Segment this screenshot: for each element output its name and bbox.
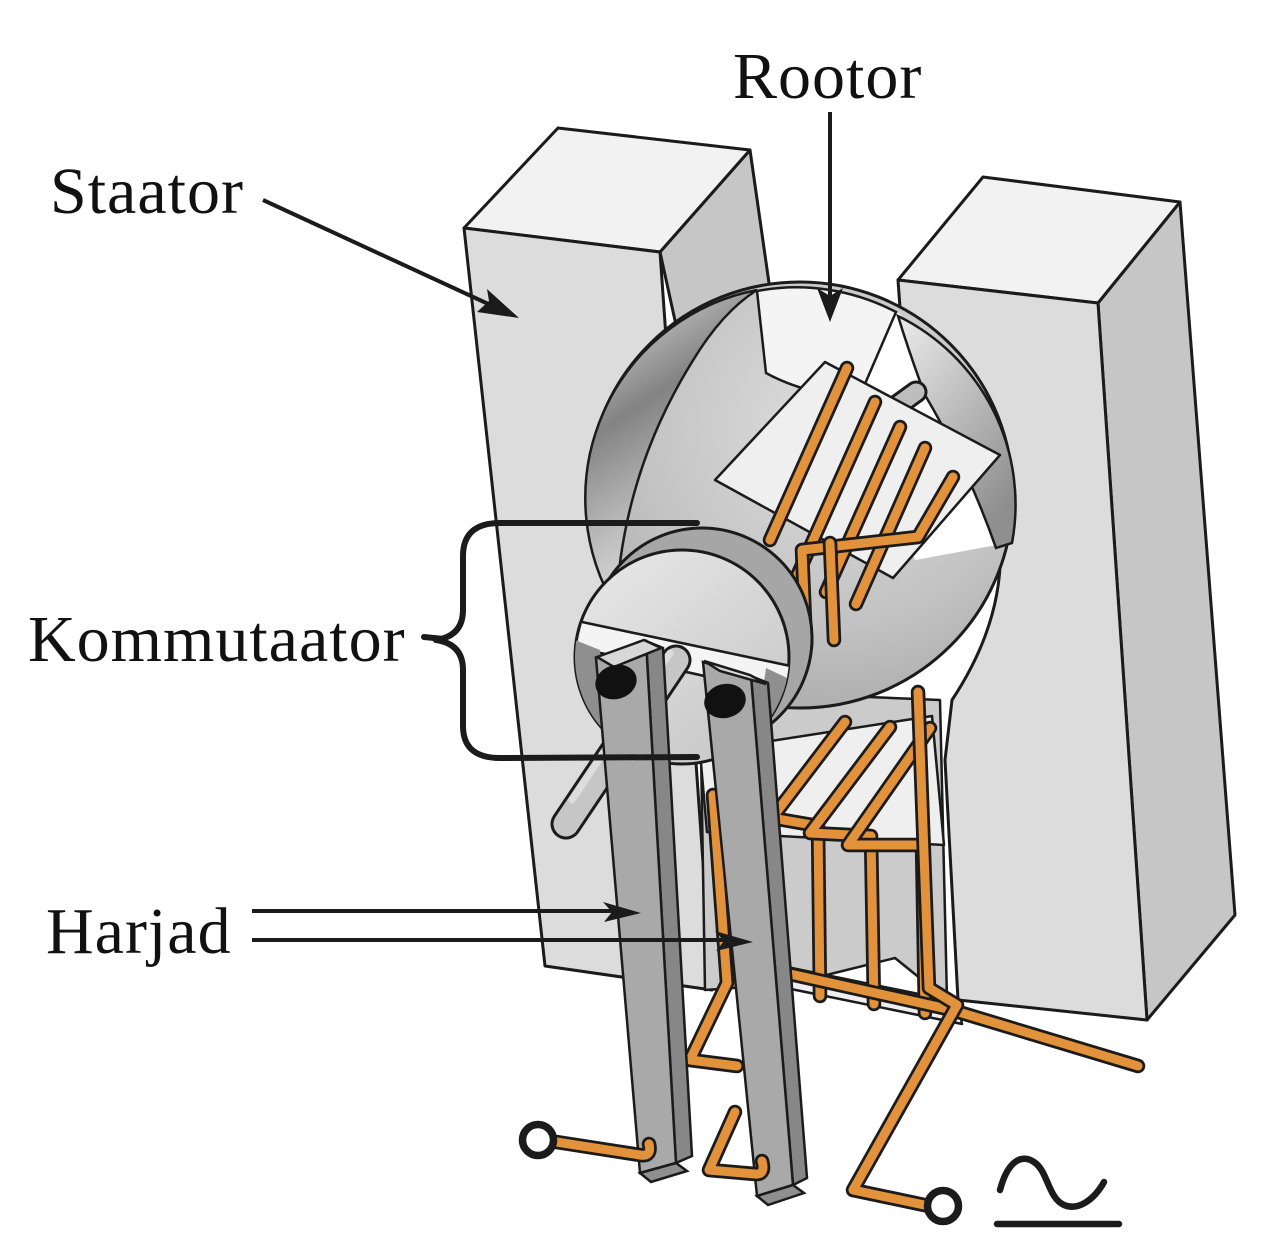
brushes-arrowhead-1 xyxy=(603,902,641,922)
label-stator-group: Staator xyxy=(50,155,519,318)
terminal-left xyxy=(518,1120,558,1160)
brush-right-foot xyxy=(754,1183,807,1207)
wire-right-terminal-run xyxy=(845,684,965,1214)
brush-left-bolt xyxy=(595,664,637,700)
winding-wire xyxy=(825,538,839,645)
winding-wire xyxy=(851,443,930,609)
label-brushes: Harjad xyxy=(46,895,232,968)
label-commutator: Kommutaator xyxy=(28,603,406,676)
winding-upper xyxy=(762,360,961,653)
stator-arrowhead xyxy=(477,289,519,318)
brush-right-chamfer xyxy=(703,659,767,686)
brush-right-bolt xyxy=(704,683,746,719)
sine-wave-icon xyxy=(996,1155,1108,1210)
wire-brush-right-feed xyxy=(682,787,745,1074)
ac-source-symbol xyxy=(993,1155,1123,1228)
label-rotor: Rootor xyxy=(733,40,922,113)
label-commutator-group: Kommutaator xyxy=(28,520,700,761)
brush-right xyxy=(701,659,809,1207)
label-stator: Staator xyxy=(50,155,244,228)
brush-left-foot xyxy=(637,1161,690,1184)
winding-wire xyxy=(767,717,850,1001)
terminal-right xyxy=(923,1186,963,1226)
brush-left xyxy=(594,638,694,1184)
brush-left-chamfer xyxy=(594,638,665,669)
stator-arrow-line xyxy=(262,198,498,310)
brushes-arrowhead-2 xyxy=(715,931,753,951)
label-rotor-group: Rootor xyxy=(733,40,922,322)
winding-wire xyxy=(821,422,905,597)
winding-lower xyxy=(764,714,1146,1074)
commutator-brace xyxy=(433,520,700,761)
label-brushes-group: Harjad xyxy=(46,895,753,968)
winding-wire xyxy=(765,363,852,545)
winding-wire xyxy=(805,722,895,1009)
wire-left-terminal xyxy=(542,1133,657,1163)
rotor-arrowhead xyxy=(817,288,843,322)
wire-brush-right-tail xyxy=(701,1104,771,1182)
rotor-top-notch xyxy=(755,286,898,402)
